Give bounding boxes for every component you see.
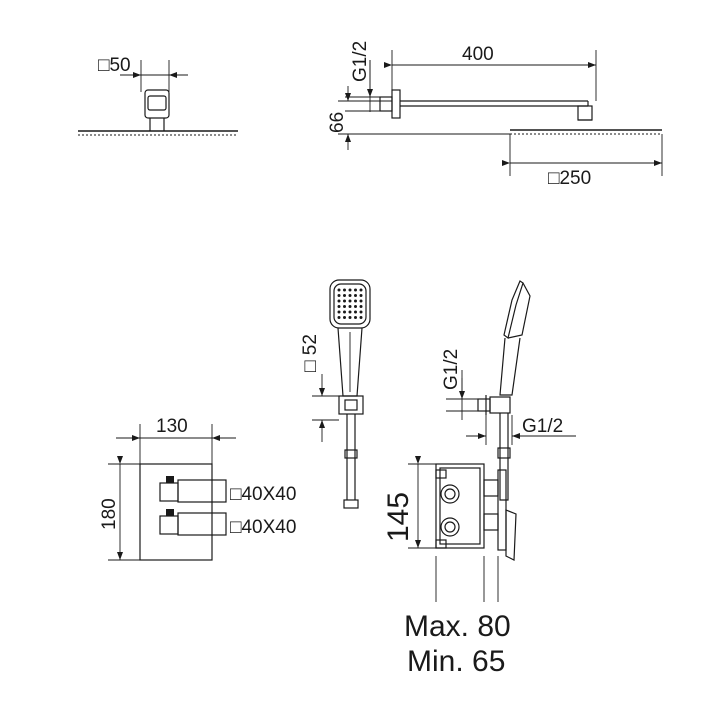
nozzle-dot (348, 310, 352, 314)
overhead-front-view: □50 (78, 55, 238, 136)
hand-shower-front-view: □ 52 (300, 279, 371, 509)
nozzle-dot (348, 316, 352, 319)
nozzle-dot (343, 299, 346, 303)
nozzle-dot (354, 316, 357, 319)
arm-inlet-thread-label: G1/2 (350, 41, 371, 82)
nozzle-dot (354, 310, 357, 314)
nozzle-dot (359, 299, 363, 303)
depth-min-label: Min. 65 (407, 645, 505, 678)
nozzle-dot (348, 299, 352, 303)
shower-head-square-label: □250 (548, 168, 591, 189)
overhead-arm-square-label: □50 (98, 55, 131, 76)
nozzle-dot (337, 305, 341, 308)
mixer-box-side-view: 145 Max. 80 Min. 65 (382, 456, 517, 678)
trim-plate-front-view: 130 180 □40X40 □40X40 (99, 416, 296, 561)
nozzle-dot (343, 288, 346, 292)
nozzle-dot (359, 316, 363, 319)
arm-height-label: 66 (327, 112, 348, 133)
overhead-side-view: 400 G1/2 66 □250 (327, 41, 663, 189)
plate-height-label: 180 (99, 498, 120, 530)
nozzle-dot (348, 294, 352, 297)
lower-handle-size-label: □40X40 (230, 517, 296, 538)
nozzle-dot (348, 305, 352, 308)
nozzle-dot (359, 288, 363, 292)
nozzle-dot (359, 294, 363, 297)
nozzle-dot (343, 310, 346, 314)
nozzle-grid (337, 288, 363, 319)
depth-max-label: Max. 80 (404, 610, 511, 643)
nozzle-dot (337, 299, 341, 303)
nozzle-dot (354, 294, 357, 297)
nozzle-dot (343, 305, 346, 308)
upper-handle-size-label: □40X40 (230, 484, 296, 505)
nozzle-dot (337, 288, 341, 292)
nozzle-dot (348, 288, 352, 292)
nozzle-dot (359, 305, 363, 308)
nozzle-dot (354, 299, 357, 303)
nozzle-dot (343, 316, 346, 319)
nozzle-dot (337, 310, 341, 314)
nozzle-dot (354, 288, 357, 292)
hand-shower-side-view: G1/2 G1/2 (441, 280, 576, 501)
nozzle-dot (337, 294, 341, 297)
plate-width-label: 130 (156, 416, 188, 437)
nozzle-dot (354, 305, 357, 308)
box-height-label: 145 (382, 492, 415, 542)
holder-outlet-thread-label: G1/2 (522, 416, 563, 437)
nozzle-dot (359, 310, 363, 314)
holder-inlet-thread-label: G1/2 (441, 349, 462, 390)
nozzle-dot (337, 316, 341, 319)
arm-length-label: 400 (462, 44, 494, 65)
nozzle-dot (343, 294, 346, 297)
hand-shower-width-label: □ 52 (300, 334, 321, 372)
